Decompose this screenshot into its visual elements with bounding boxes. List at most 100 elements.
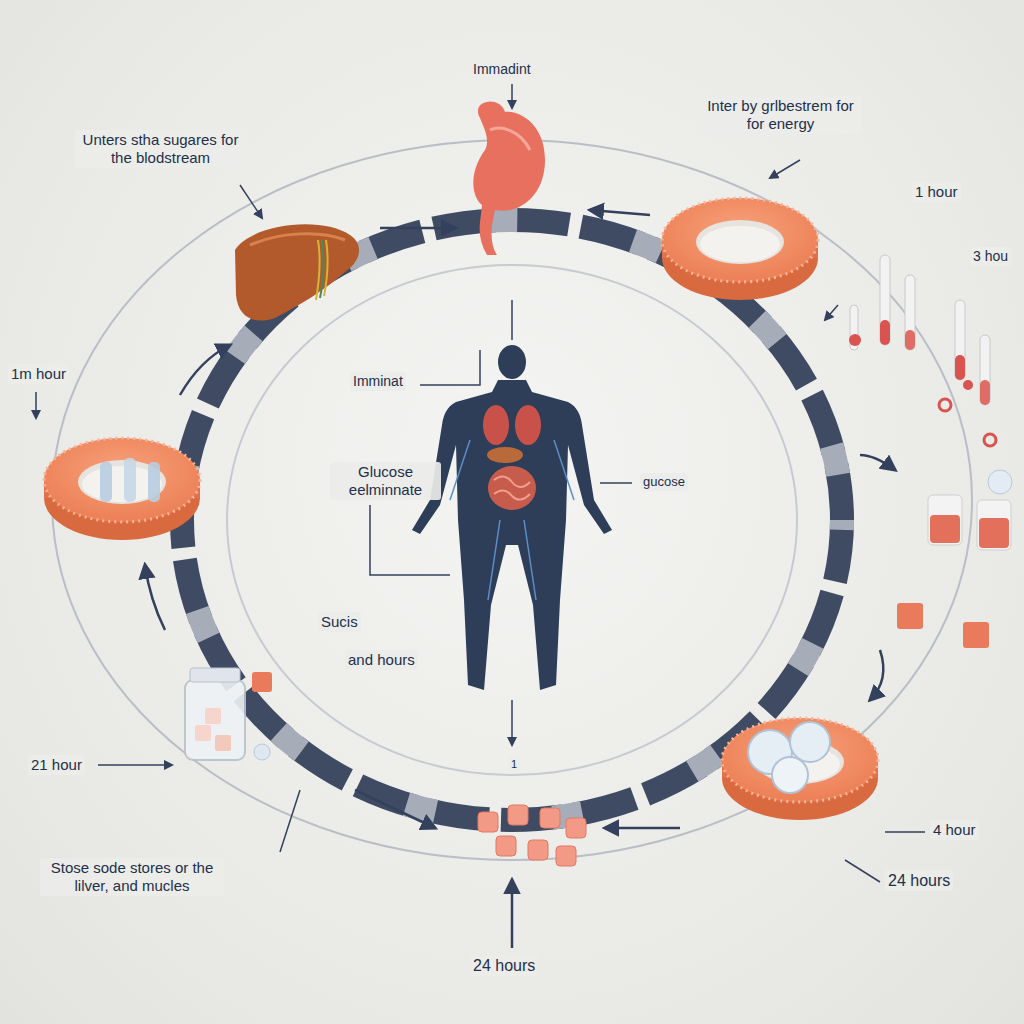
test-tubes <box>980 380 990 405</box>
cycle-rings <box>227 265 797 775</box>
leader-lines <box>36 160 925 882</box>
human-figure <box>511 700 513 745</box>
glucose-cubes <box>528 840 548 860</box>
flow-arrows <box>860 455 895 470</box>
test-tubes <box>849 334 861 346</box>
label-text: 21 hour <box>28 755 85 775</box>
test-tubes <box>984 434 996 446</box>
test-tubes <box>980 335 990 405</box>
leader-lines <box>825 305 838 320</box>
cycle-rings <box>182 220 842 820</box>
test-tubes <box>955 355 965 380</box>
water-tubes <box>124 458 136 502</box>
liver-illustration <box>316 240 328 300</box>
leader-lines <box>845 860 880 882</box>
leader-lines <box>35 392 37 418</box>
sponge-ring <box>44 438 200 540</box>
label-text: Unters stha sugares for the blodstream <box>75 130 246 168</box>
glucose-cups <box>977 500 1011 550</box>
label-text: 1m hour <box>8 364 69 384</box>
water-tubes <box>148 462 160 502</box>
sponge-ring <box>662 198 818 300</box>
leader-lines <box>240 185 262 218</box>
label-text: 3 hou <box>970 247 1011 266</box>
water-tubes <box>790 722 830 762</box>
stomach-illustration <box>473 84 545 255</box>
leader-lines <box>98 764 172 766</box>
water-tubes <box>772 757 808 793</box>
human-figure <box>488 466 536 510</box>
human-figure <box>511 300 513 340</box>
leader-lines <box>280 790 300 852</box>
stomach-illustration <box>511 84 513 108</box>
stomach-illustration <box>490 128 530 150</box>
liver-illustration <box>320 240 324 298</box>
bracket-lines <box>600 482 632 484</box>
glucose-cups <box>930 515 960 543</box>
glucose-cups <box>897 470 1012 648</box>
glucose-cubes <box>508 805 528 825</box>
label-text: Glucose eelminnate <box>330 462 441 500</box>
leader-lines <box>885 831 925 833</box>
human-figure <box>483 405 509 445</box>
glucose-cups <box>897 603 923 629</box>
liver-illustration <box>235 224 359 320</box>
label-text: and hours <box>345 650 418 670</box>
human-figure <box>494 476 530 499</box>
label-text: Imminat <box>350 372 406 391</box>
sponge-ring <box>44 198 878 820</box>
label-text: gucose <box>640 473 688 491</box>
test-tubes <box>905 275 915 350</box>
glucose-cups <box>963 622 989 648</box>
label-text: Sucis <box>318 612 361 632</box>
glucose-cubes <box>566 818 586 838</box>
sugar-jar <box>205 708 221 724</box>
label-text: Inter by grlbestrem for for energy <box>700 96 861 134</box>
flow-arrows <box>590 210 650 215</box>
glucose-cubes <box>540 808 560 828</box>
bracket-lines <box>420 350 480 385</box>
human-figure <box>515 405 541 445</box>
sugar-jar <box>195 725 211 741</box>
test-tubes <box>955 300 965 380</box>
liver-illustration <box>250 234 345 245</box>
label-text: 1 <box>508 757 520 772</box>
leader-lines <box>770 160 800 178</box>
glucose-cups <box>979 518 1009 548</box>
test-tubes <box>880 320 890 345</box>
glucose-cups <box>928 495 962 545</box>
cycle-rings <box>182 220 842 820</box>
flow-arrows <box>380 227 455 230</box>
human-figure <box>450 440 574 600</box>
sugar-jar <box>185 680 245 760</box>
water-tubes <box>100 458 830 793</box>
water-tubes <box>100 462 112 502</box>
glucose-cubes <box>478 812 498 832</box>
sugar-jar <box>252 672 272 692</box>
test-tubes <box>905 330 915 350</box>
sugar-jar <box>215 735 231 751</box>
flow-arrows <box>145 565 165 630</box>
label-text: Immadint <box>470 60 534 79</box>
sponge-ring <box>722 718 878 820</box>
label-text: 1 hour <box>912 182 961 202</box>
human-figure <box>498 345 526 379</box>
flow-arrows <box>145 210 895 948</box>
test-tubes <box>849 255 996 446</box>
label-text: Stose sode stores or the lilver, and muc… <box>40 858 224 896</box>
human-figure <box>412 300 612 745</box>
stomach-illustration <box>473 102 545 255</box>
label-text: 4 hour <box>930 820 979 840</box>
flow-arrows <box>180 345 230 395</box>
test-tubes <box>963 380 973 390</box>
sugar-jar <box>185 668 272 760</box>
flow-arrows <box>511 880 514 948</box>
label-text: 24 hours <box>885 870 953 891</box>
sugar-jar <box>254 744 270 760</box>
bracket-lines <box>370 505 450 575</box>
label-text: 24 hours <box>470 955 538 976</box>
test-tubes <box>880 255 890 345</box>
glucose-cups <box>988 470 1012 494</box>
test-tubes <box>939 399 951 411</box>
flow-arrows <box>870 650 883 700</box>
